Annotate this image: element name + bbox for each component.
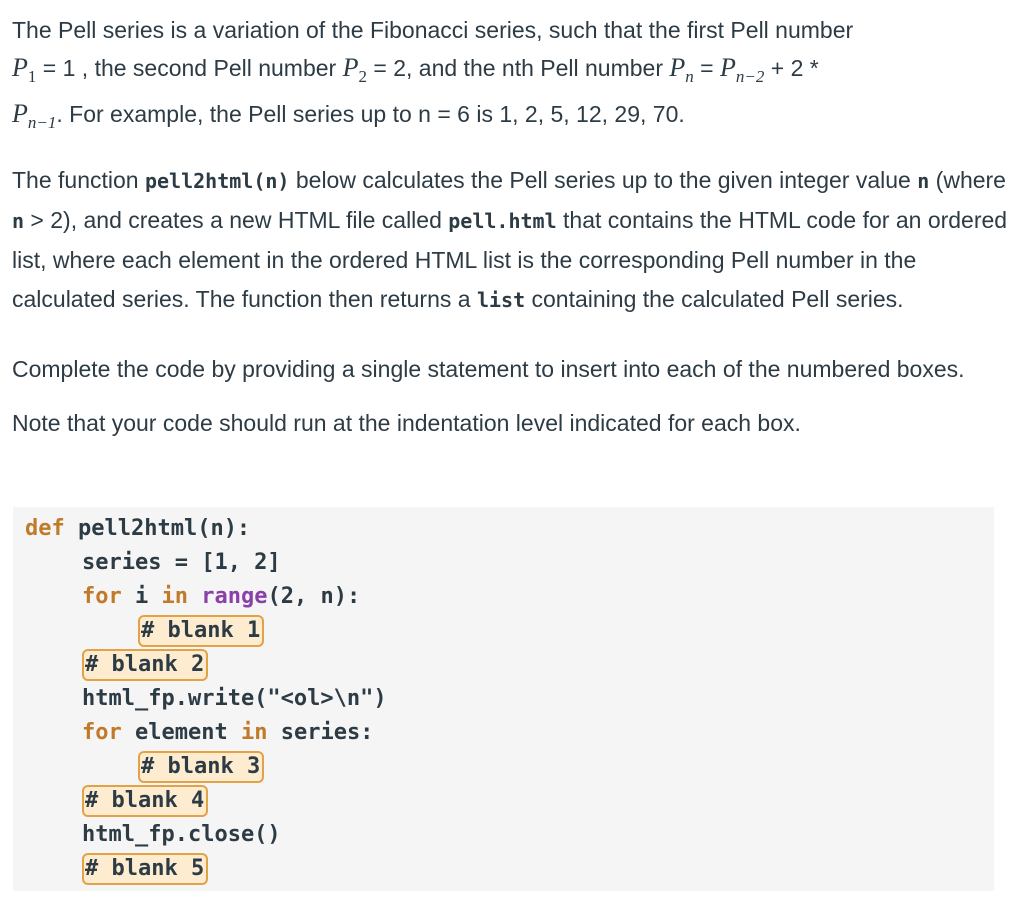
blank-3-box[interactable]: # blank 3 bbox=[138, 751, 265, 783]
intro-text-4: = bbox=[693, 55, 721, 81]
builtin-range: range bbox=[201, 584, 268, 609]
desc-text-5: that contains the HTML code for an order… bbox=[12, 207, 1008, 312]
instruction-paragraph: Complete the code by providing a single … bbox=[12, 356, 965, 382]
desc-text-1: The function bbox=[12, 167, 145, 193]
iterable-series: series: bbox=[267, 720, 374, 745]
function-signature: pell2html(n): bbox=[64, 516, 251, 541]
code-line-def: def pell2html(n): bbox=[25, 512, 250, 546]
desc-text-4: > 2), and creates a new HTML file called bbox=[24, 207, 449, 233]
code-line-blank-1: # blank 1 bbox=[138, 614, 265, 648]
blank-5-box[interactable]: # blank 5 bbox=[82, 853, 209, 885]
p2-symbol: P bbox=[342, 53, 359, 82]
p1-subscript: 1 bbox=[27, 67, 37, 86]
pn-subscript: n bbox=[685, 67, 694, 86]
pn1-symbol: P bbox=[12, 99, 28, 128]
blank-4-box[interactable]: # blank 4 bbox=[82, 785, 209, 817]
code-line-series: series = [1, 2] bbox=[82, 550, 281, 575]
blank-2-box[interactable]: # blank 2 bbox=[82, 649, 209, 681]
keyword-in: in bbox=[161, 584, 189, 609]
desc-text-2: below calculates the Pell series up to t… bbox=[289, 167, 918, 193]
inline-code-filename: pell.html bbox=[448, 209, 557, 233]
intro-text-1: The Pell series is a variation of the Fi… bbox=[12, 17, 854, 43]
keyword-def: def bbox=[25, 516, 65, 541]
code-line-blank-3: # blank 3 bbox=[138, 750, 265, 784]
function-description-paragraph: The function pell2html(n) below calculat… bbox=[12, 161, 1012, 320]
pn2-symbol: P bbox=[720, 53, 736, 82]
code-line-for-element: for element in series: bbox=[82, 716, 373, 750]
code-line-close: html_fp.close() bbox=[82, 822, 281, 847]
desc-text-6: containing the calculated Pell series. bbox=[525, 286, 904, 312]
code-line-blank-4: # blank 4 bbox=[82, 784, 209, 818]
code-line-blank-2: # blank 2 bbox=[82, 648, 209, 682]
p1-symbol: P bbox=[12, 53, 28, 82]
inline-code-function: pell2html(n) bbox=[144, 169, 290, 193]
desc-text-3: (where bbox=[929, 167, 1006, 193]
keyword-for-2: for bbox=[82, 720, 122, 745]
pn2-subscript: n−2 bbox=[735, 67, 765, 86]
inline-code-n-2: n bbox=[12, 209, 25, 233]
pn-symbol: P bbox=[669, 53, 686, 82]
keyword-in-2: in bbox=[240, 720, 268, 745]
inline-code-list: list bbox=[476, 288, 526, 312]
code-line-for-range: for i in range(2, n): bbox=[82, 580, 360, 614]
intro-paragraph: The Pell series is a variation of the Fi… bbox=[12, 12, 1012, 141]
indentation-note-paragraph: Note that your code should run at the in… bbox=[12, 410, 801, 436]
code-block: def pell2html(n): series = [1, 2] for i … bbox=[13, 507, 994, 891]
intro-text-3: = 2, and the nth Pell number bbox=[367, 55, 670, 81]
question-text: The Pell series is a variation of the Fi… bbox=[12, 12, 1012, 442]
pn1-subscript: n−1 bbox=[27, 113, 57, 132]
p2-subscript: 2 bbox=[358, 67, 368, 86]
loop-variable: i bbox=[121, 584, 162, 609]
inline-code-n: n bbox=[917, 169, 930, 193]
blank-1-box[interactable]: # blank 1 bbox=[138, 615, 265, 647]
intro-text-6: . For example, the Pell series up to n =… bbox=[56, 101, 685, 127]
code-line-blank-5: # blank 5 bbox=[82, 852, 209, 886]
loop-variable-element: element bbox=[121, 720, 241, 745]
range-args: (2, n): bbox=[267, 584, 361, 609]
intro-text-5: + 2 * bbox=[764, 55, 819, 81]
keyword-for: for bbox=[82, 584, 122, 609]
intro-text-2: = 1 , the second Pell number bbox=[36, 55, 343, 81]
code-space bbox=[188, 584, 201, 609]
code-line-write: html_fp.write("<ol>\n") bbox=[82, 686, 387, 711]
